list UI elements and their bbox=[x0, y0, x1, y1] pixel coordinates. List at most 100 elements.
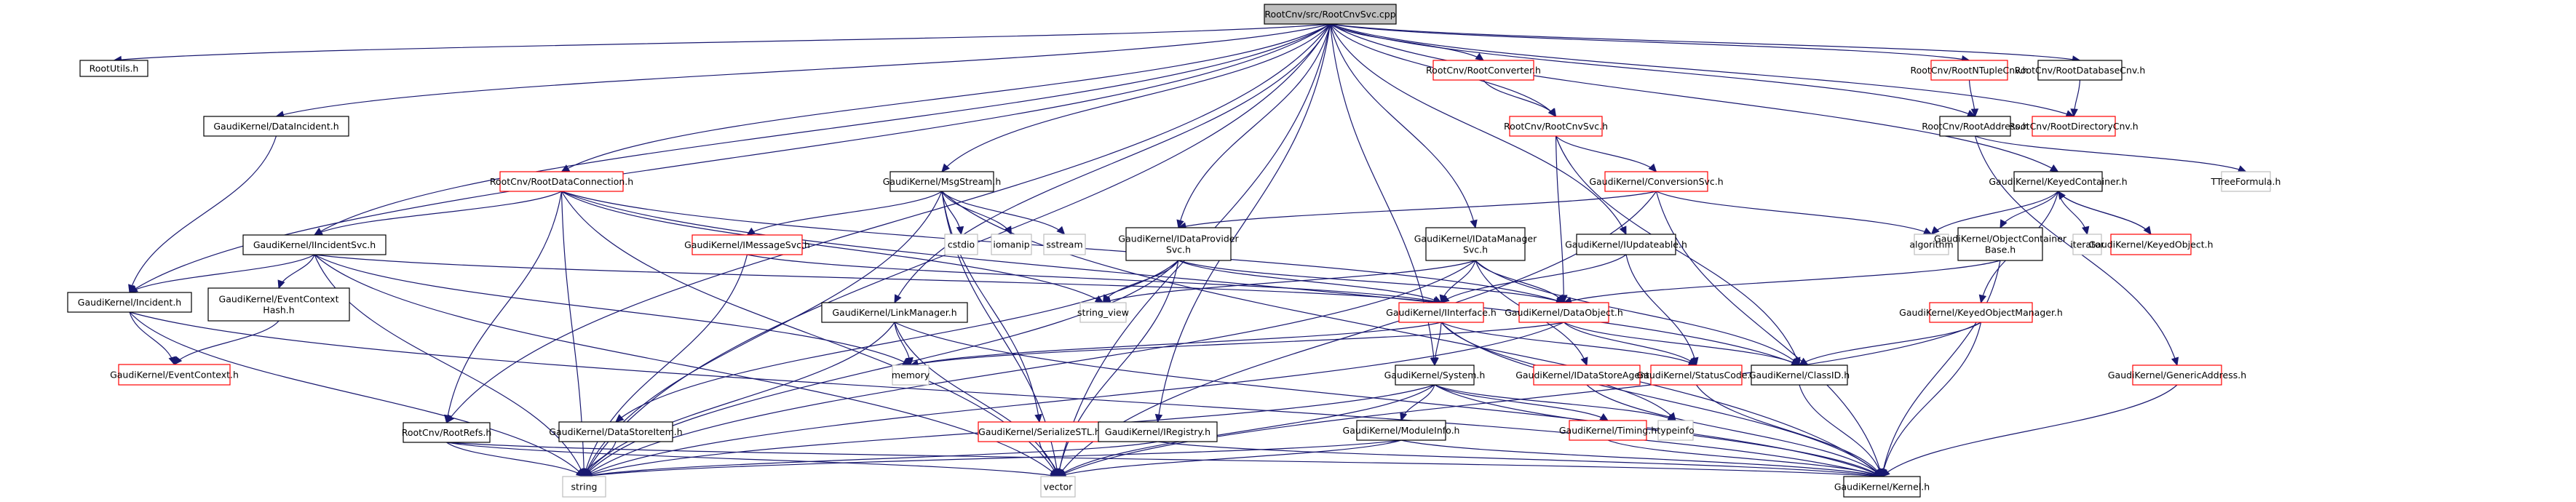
node-incident[interactable]: GaudiKernel/Incident.h bbox=[67, 292, 192, 313]
arrowhead-rootcnvsvc_h-to-conversionsvc bbox=[1648, 163, 1657, 172]
node-label: GaudiKernel/IDataProvider bbox=[1118, 234, 1239, 244]
node-box bbox=[1432, 60, 1534, 81]
node-datastoreitem[interactable]: GaudiKernel/DataStoreItem.h bbox=[549, 421, 683, 442]
node-box bbox=[1914, 234, 1949, 255]
node-rootdatabasecnv[interactable]: RootCnv/RootDatabaseCnv.h bbox=[2015, 60, 2146, 81]
node-label: GaudiKernel/DataIncident.h bbox=[213, 121, 338, 132]
arrowhead-rootntuplecnv-to-rootaddress bbox=[1970, 108, 1979, 118]
arrowhead-iincidentsvc-to-eventcontexthash bbox=[277, 279, 285, 290]
node-keyedobjectmanager[interactable]: GaudiKernel/KeyedObjectManager.h bbox=[1899, 302, 2063, 323]
arrowhead-rootcnvsvc_h-to-classid bbox=[1793, 356, 1801, 367]
node-box bbox=[1576, 234, 1676, 255]
node-eventcontext[interactable]: GaudiKernel/EventContext.h bbox=[110, 364, 239, 386]
arrowhead-keyedobjectmanager-to-classid bbox=[1799, 357, 1808, 366]
arrowhead-keyedcontainer-to-objectcontainerbase bbox=[2000, 219, 2008, 229]
edge-moduleinfo-to-kernel bbox=[1400, 439, 1882, 477]
node-box bbox=[562, 476, 606, 498]
edge-iregistry-to-kernel bbox=[1157, 441, 1882, 477]
node-classid[interactable]: GaudiKernel/ClassID.h bbox=[1749, 364, 1850, 386]
edge-imessagesvc-to-iinterface bbox=[747, 254, 1442, 303]
node-label: string_view bbox=[1077, 307, 1129, 318]
node-idatastoreagent[interactable]: GaudiKernel/IDataStoreAgent.h bbox=[1515, 364, 1658, 386]
node-system[interactable]: GaudiKernel/System.h bbox=[1384, 364, 1486, 386]
node-iupdateable[interactable]: GaudiKernel/IUpdateable.h bbox=[1565, 234, 1687, 255]
arrowhead-iinterface-to-system bbox=[1431, 357, 1439, 367]
edge-iincidentsvc-to-iinterface bbox=[314, 254, 1442, 303]
node-box bbox=[1569, 420, 1647, 441]
node-statuscode[interactable]: GaudiKernel/StatusCode.h bbox=[1637, 364, 1756, 386]
node-label: sstream bbox=[1046, 239, 1082, 250]
node-label: RootCnv/RootConverter.h bbox=[1426, 65, 1541, 76]
arrowhead-root-to-msgstream bbox=[941, 163, 950, 172]
node-rootntuplecnv[interactable]: RootCnv/RootNTupleCnv.h bbox=[1911, 60, 2029, 81]
node-box bbox=[1040, 476, 1076, 498]
node-string_view: string_view bbox=[1077, 302, 1129, 323]
node-dataincident[interactable]: GaudiKernel/DataIncident.h bbox=[203, 116, 349, 137]
edge-iinterface-to-statuscode bbox=[1440, 322, 1697, 366]
node-root[interactable]: RootCnv/src/RootCnvSvc.cpp bbox=[1264, 4, 1397, 25]
node-genericaddress[interactable]: GaudiKernel/GenericAddress.h bbox=[2108, 364, 2246, 386]
node-rootdirectorycnv[interactable]: RootCnv/RootDirectoryCnv.h bbox=[2009, 116, 2139, 137]
node-box bbox=[1657, 420, 1694, 441]
edge-rootcnvsvc_h-to-dataobject bbox=[1555, 135, 1565, 303]
node-rootcnvsvc_h[interactable]: RootCnv/RootCnvSvc.h bbox=[1504, 116, 1608, 137]
edge-linkmanager-to-vector bbox=[894, 322, 1059, 477]
node-conversionsvc[interactable]: GaudiKernel/ConversionSvc.h bbox=[1589, 171, 1724, 192]
node-label: GaudiKernel/KeyedContainer.h bbox=[1989, 176, 2127, 187]
node-label: GaudiKernel/ConversionSvc.h bbox=[1589, 176, 1723, 187]
node-label: RootUtils.h bbox=[90, 63, 139, 74]
node-dataobject[interactable]: GaudiKernel/DataObject.h bbox=[1505, 302, 1623, 323]
node-linkmanager[interactable]: GaudiKernel/LinkManager.h bbox=[821, 302, 968, 323]
arrowhead-rootcnvsvc_h-to-dataobject bbox=[1560, 295, 1568, 304]
arrowhead-eventcontexthash-to-eventcontext bbox=[173, 356, 183, 365]
node-label: RootCnv/src/RootCnvSvc.cpp bbox=[1264, 9, 1395, 20]
node-rootaddress[interactable]: RootCnv/RootAddress.h bbox=[1922, 116, 2029, 137]
node-iterator: iterator bbox=[2070, 234, 2105, 255]
node-msgstream[interactable]: GaudiKernel/MsgStream.h bbox=[883, 171, 1002, 192]
node-label: iterator bbox=[2070, 239, 2104, 250]
edge-msgstream-to-serializestl bbox=[941, 191, 1040, 423]
node-label: RootCnv/RootNTupleCnv.h bbox=[1911, 65, 2029, 76]
arrowhead-root-to-linkmanager bbox=[894, 294, 902, 304]
arrowhead-msgstream-to-imessagesvc bbox=[746, 227, 756, 236]
edge-genericaddress-to-kernel bbox=[1882, 384, 2178, 477]
edges-layer bbox=[113, 23, 2247, 480]
edge-root-to-idataprovidersvc bbox=[1178, 23, 1331, 228]
node-iregistry[interactable]: GaudiKernel/IRegistry.h bbox=[1098, 421, 1218, 442]
node-moduleinfo[interactable]: GaudiKernel/ModuleInfo.h bbox=[1343, 420, 1460, 441]
node-box bbox=[1079, 302, 1127, 323]
arrowhead-rootdatabasecnv-to-rootdirectorycnv bbox=[2070, 108, 2078, 118]
node-box bbox=[1398, 302, 1484, 323]
arrowhead-keyedcontainer-to-algorithm bbox=[1930, 226, 1940, 235]
edge-root-to-rootconverter bbox=[1330, 23, 1484, 61]
node-rootdataconnection[interactable]: RootCnv/RootDataConnection.h bbox=[490, 171, 633, 192]
node-kernel[interactable]: GaudiKernel/Kernel.h bbox=[1834, 476, 1930, 498]
edge-idataprovidersvc-to-datastoreitem bbox=[615, 260, 1179, 423]
edge-iupdateable-to-iinterface bbox=[1440, 254, 1627, 303]
node-box bbox=[1930, 60, 2008, 81]
node-iincidentsvc[interactable]: GaudiKernel/IIncidentSvc.h bbox=[242, 234, 387, 255]
node-rootrefs[interactable]: RootCnv/RootRefs.h bbox=[402, 422, 492, 443]
node-serializestl[interactable]: GaudiKernel/SerializeSTL.h bbox=[978, 421, 1101, 442]
node-rootutils[interactable]: RootUtils.h bbox=[79, 60, 148, 77]
node-label: GaudiKernel/Kernel.h bbox=[1834, 482, 1930, 493]
arrowhead-keyedcontainer-to-iterator bbox=[2082, 226, 2090, 236]
node-label: GaudiKernel/Incident.h bbox=[78, 297, 181, 308]
node-keyedcontainer[interactable]: GaudiKernel/KeyedContainer.h bbox=[1989, 171, 2128, 192]
node-timing[interactable]: GaudiKernel/Timing.h bbox=[1559, 420, 1657, 441]
node-label: GaudiKernel/StatusCode.h bbox=[1637, 370, 1756, 381]
arrowhead-idatamanagersvc-to-idatastoreagent bbox=[1580, 356, 1588, 367]
node-iinterface[interactable]: GaudiKernel/IInterface.h bbox=[1386, 302, 1497, 323]
node-rootconverter[interactable]: RootCnv/RootConverter.h bbox=[1426, 60, 1541, 81]
edge-classid-to-kernel bbox=[1799, 384, 1883, 477]
edge-statuscode-to-kernel bbox=[1696, 384, 1882, 477]
node-keyedobject[interactable]: GaudiKernel/KeyedObject.h bbox=[2088, 234, 2214, 255]
node-label: algorithm bbox=[1909, 239, 1953, 250]
edge-rootrefs-to-string bbox=[446, 442, 584, 477]
node-imessagesvc[interactable]: GaudiKernel/IMessageSvc.h bbox=[684, 234, 810, 255]
edge-conversionsvc-to-kernel bbox=[1655, 191, 1883, 477]
